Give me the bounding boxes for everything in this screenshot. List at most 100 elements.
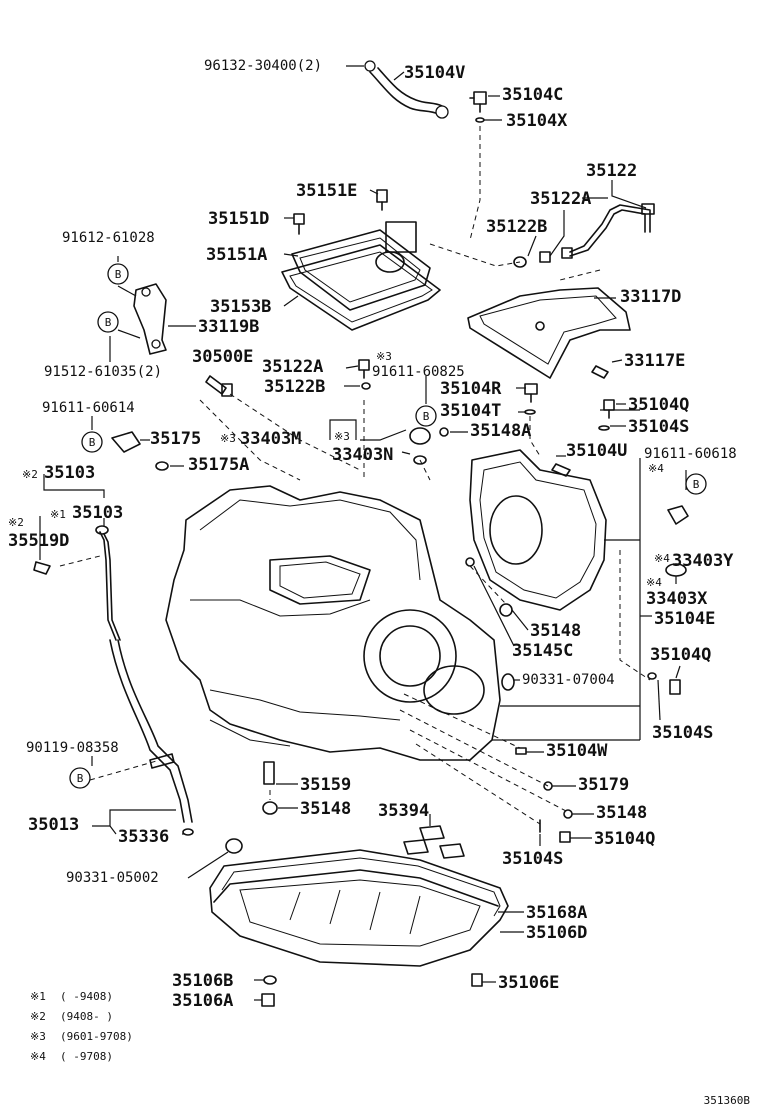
fitting-35104q-b [647, 672, 681, 695]
svg-text:B: B [105, 316, 112, 329]
fitting-35104c [469, 91, 487, 123]
label-35104u: 35104U [566, 441, 627, 461]
hose-35104v [364, 60, 449, 119]
label-35168a: 35168A [526, 903, 587, 923]
label-91612-61028: 91612-61028 [62, 230, 155, 246]
label-35148-b: 35148 [300, 799, 351, 819]
label-33403x: 33403X [646, 589, 708, 609]
fitting-35122a [358, 359, 371, 390]
label-33403n: 33403N [332, 445, 393, 465]
label-33403m: 33403M [240, 429, 301, 449]
transmission-case [165, 485, 501, 761]
gasket-35153b [281, 244, 441, 331]
mark-1: ※1 [50, 508, 66, 521]
label-30500e: 30500E [192, 347, 253, 367]
ref-b-5: B [685, 473, 707, 495]
label-91611-60825: 91611-60825 [372, 364, 465, 380]
label-35104r: 35104R [440, 379, 502, 399]
label-35394: 35394 [378, 801, 429, 821]
screens-35394 [403, 825, 465, 859]
pipe-35159 [263, 761, 275, 785]
label-35151a: 35151A [206, 245, 267, 265]
mark-3-a: ※3 [376, 350, 392, 363]
label-35106b: 35106B [172, 971, 233, 991]
label-35106a: 35106A [172, 991, 233, 1011]
ref-b-2: B [97, 311, 119, 333]
plug-35145c [465, 557, 475, 567]
plug-35148-b [262, 801, 278, 815]
label-35104q-c: 35104Q [594, 829, 655, 849]
label-90331-05002: 90331-05002 [66, 870, 159, 886]
label-35151e: 35151E [296, 181, 357, 201]
label-35175a: 35175A [188, 455, 249, 475]
connector-33403n [409, 427, 431, 465]
label-35013: 35013 [28, 815, 79, 835]
oil-pan [209, 849, 509, 967]
label-91512-61035: 91512-61035(2) [44, 364, 162, 380]
mark-4-a: ※4 [648, 462, 664, 475]
label-91611-60618: 91611-60618 [644, 446, 737, 462]
plug-90331-07004 [501, 673, 515, 691]
label-35104e: 35104E [654, 609, 715, 629]
svg-text:B: B [77, 772, 84, 785]
label-35104t: 35104T [440, 401, 501, 421]
label-35336: 35336 [118, 827, 169, 847]
bolt-30500e [205, 375, 233, 397]
fitting-35104q [598, 399, 615, 431]
label-35122: 35122 [586, 161, 637, 181]
bracket-33119b [133, 283, 167, 355]
tube-35122 [513, 203, 655, 268]
legend-range-2: (9408- ) [60, 1010, 113, 1023]
label-35104q-b: 35104Q [650, 645, 711, 665]
label-33117d: 33117D [620, 287, 681, 307]
ref-b-circles: B B B B B B [69, 263, 707, 789]
label-35122b-top: 35122B [486, 217, 547, 237]
dashed-guides [59, 126, 651, 825]
svg-text:B: B [423, 410, 430, 423]
shield-33117d [467, 287, 631, 379]
legend: ※1 ( -9408) ※2 (9408- ) ※3 (9601-9708) ※… [30, 990, 133, 1063]
label-35104s-b: 35104S [652, 723, 713, 743]
diagram-code: 351360B [704, 1094, 751, 1107]
sensor-35175 [111, 431, 169, 471]
label-35519d: 35519D [8, 531, 69, 551]
label-35145c: 35145C [512, 641, 573, 661]
label-90119-08358: 90119-08358 [26, 740, 119, 756]
legend-mark-1: ※1 [30, 990, 46, 1003]
legend-range-3: (9601-9708) [60, 1030, 133, 1043]
ref-b-1: B [107, 263, 129, 285]
legend-mark-3: ※3 [30, 1030, 46, 1043]
label-35104v: 35104V [404, 63, 465, 83]
plug-35148a [439, 427, 449, 437]
label-96132-30400: 96132-30400(2) [204, 58, 322, 74]
label-35104s-c: 35104S [502, 849, 563, 869]
label-35179: 35179 [578, 775, 629, 795]
mark-3-b: ※3 [220, 432, 236, 445]
label-35103-a: 35103 [44, 463, 95, 483]
bolt-33117e [591, 365, 609, 379]
label-35151d: 35151D [208, 209, 269, 229]
small-fittings [515, 747, 573, 843]
label-35175: 35175 [150, 429, 201, 449]
label-35148a: 35148A [470, 421, 531, 441]
legend-mark-4: ※4 [30, 1050, 46, 1063]
svg-text:B: B [115, 268, 122, 281]
label-35104x: 35104X [506, 111, 568, 131]
mark-2-a: ※2 [22, 468, 38, 481]
label-35148-c: 35148 [596, 803, 647, 823]
label-35104s-a: 35104S [628, 417, 689, 437]
label-35104c: 35104C [502, 85, 563, 105]
label-35104w: 35104W [546, 741, 608, 761]
fitting-35104r [524, 383, 538, 415]
label-35159: 35159 [300, 775, 351, 795]
label-35122a-top: 35122A [530, 189, 591, 209]
dipstick-35103 [33, 525, 121, 641]
label-35153b: 35153B [210, 297, 271, 317]
label-35148-a: 35148 [530, 621, 581, 641]
drain-plug [261, 973, 483, 1007]
label-33403y: 33403Y [672, 551, 734, 571]
label-90331-07004: 90331-07004 [522, 672, 615, 688]
label-35122b: 35122B [264, 377, 325, 397]
label-91611-60614: 91611-60614 [42, 400, 135, 416]
